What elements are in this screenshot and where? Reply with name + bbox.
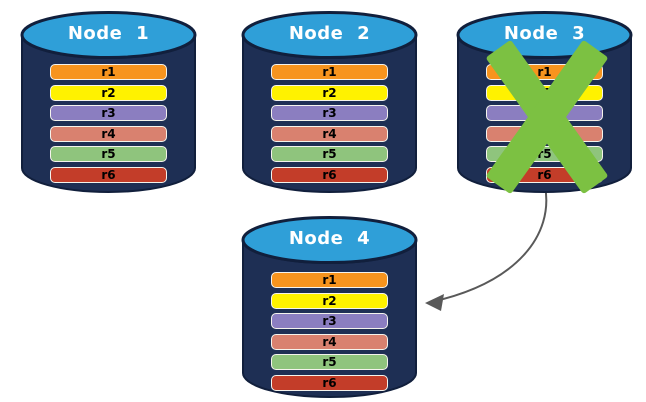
replica-label: r5 [322,355,337,369]
replica-row: r2 [50,84,167,101]
replica-label: r6 [537,167,552,182]
replica-row: r1 [50,64,167,80]
replica-list: r1 r2 r3 r4 r5 r6 [50,64,167,187]
replica-label: r3 [101,106,116,120]
arrow-curve [430,185,548,303]
node-4: Node 4 r1 r2 r3 r4 r5 r6 [241,215,418,399]
replica-label: r3 [537,106,552,120]
replica-label: r3 [322,106,337,120]
node-title: Node 1 [67,23,150,44]
node-title: Node 4 [288,228,371,249]
replica-row: r1 [271,272,388,288]
arrow-head-icon [425,294,444,311]
replica-row: r5 [271,146,388,162]
replica-label: r4 [322,334,337,349]
replica-row: r2 [271,84,388,101]
replica-row: r5 [486,146,603,162]
replica-row: r4 [271,125,388,142]
replica-label: r5 [101,147,116,161]
replica-label: r2 [322,293,337,308]
replica-row: r4 [486,125,603,142]
replica-row: r6 [50,166,167,183]
replica-label: r1 [537,65,552,79]
replica-label: r5 [322,147,337,161]
replica-list: r1 r2 r3 r4 r5 r6 [271,272,388,395]
node-1: Node 1 r1 r2 r3 r4 r5 r6 [20,10,197,194]
replica-list: r1 r2 r3 r4 r5 r6 [271,64,388,187]
replica-label: r5 [537,147,552,161]
replica-label: r3 [322,314,337,328]
replica-label: r2 [322,85,337,100]
replica-list: r1 r2 r3 r4 r5 r6 [486,64,603,187]
replica-row: r4 [271,333,388,350]
replica-label: r4 [101,126,116,141]
replica-row: r5 [271,354,388,370]
replica-row: r6 [271,166,388,183]
replica-row: r3 [486,105,603,121]
replica-row: r3 [271,105,388,121]
replica-row: r1 [271,64,388,80]
node-title: Node 2 [288,23,371,44]
replica-row: r4 [50,125,167,142]
node-3: Node 3 r1 r2 r3 r4 r5 r6 [456,10,633,194]
replica-label: r1 [101,65,116,79]
replica-row: r5 [50,146,167,162]
replica-label: r4 [537,126,552,141]
replica-row: r6 [486,166,603,183]
replica-label: r6 [101,167,116,182]
replica-label: r2 [537,85,552,100]
replica-label: r4 [322,126,337,141]
replica-row: r3 [50,105,167,121]
replica-row: r2 [271,292,388,309]
replica-label: r2 [101,85,116,100]
replica-row: r1 [486,64,603,80]
replica-label: r6 [322,167,337,182]
replica-row: r3 [271,313,388,329]
replica-label: r6 [322,375,337,390]
replica-row: r2 [486,84,603,101]
node-title: Node 3 [503,23,586,44]
replica-label: r1 [322,273,337,287]
node-2: Node 2 r1 r2 r3 r4 r5 r6 [241,10,418,194]
replica-label: r1 [322,65,337,79]
replica-row: r6 [271,374,388,391]
